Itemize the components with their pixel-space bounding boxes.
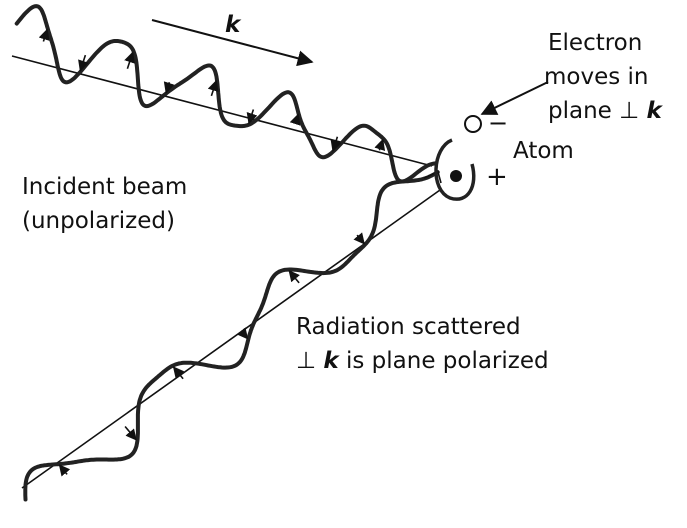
plane-polarized-text: is plane polarized: [345, 348, 549, 374]
electron-label-line3: plane ⊥ k: [548, 96, 662, 126]
scattered-k-symbol: k: [323, 348, 339, 374]
scattered-field-arrow: [58, 464, 71, 477]
atom-nucleus: [450, 170, 462, 182]
incident-label-line2: (unpolarized): [22, 208, 175, 234]
scattered-field-arrow: [172, 366, 185, 380]
k-direction-arrow: [151, 19, 314, 67]
right-angle-marker: [423, 170, 442, 184]
incident-field-arrow: [124, 51, 135, 69]
incident-field-arrow: [78, 54, 89, 72]
electron-pointer-arrow: [480, 81, 549, 115]
incident-field-arrow: [163, 81, 175, 94]
atom-label: Atom: [513, 138, 574, 164]
scattered-beam: [21, 170, 441, 502]
incident-field-arrow: [330, 136, 342, 152]
scattered-label-line2: ⊥ k is plane polarized: [296, 346, 549, 376]
k-label: k: [225, 12, 241, 38]
scattered-field-vectors: [58, 232, 365, 477]
electron-label-line2: moves in: [544, 64, 649, 90]
electron-plane-text: plane ⊥: [548, 98, 640, 124]
electron: [464, 115, 482, 133]
incident-field-vectors: [38, 28, 386, 152]
perp-symbol: ⊥: [296, 348, 317, 374]
incident-field-arrow: [207, 79, 219, 97]
incident-field-arrow: [246, 109, 258, 125]
electron-orbit-curve: [434, 138, 476, 201]
incident-field-arrow: [289, 113, 301, 126]
scattered-field-arrow: [353, 232, 365, 245]
electron-label-line1: Electron: [548, 30, 643, 56]
plus-sign: +: [486, 162, 508, 192]
scattered-wave: [23, 170, 440, 502]
incident-wave: [14, 4, 438, 184]
incident-field-arrow: [374, 138, 386, 152]
electron-k-symbol: k: [646, 98, 662, 124]
scattered-field-arrow: [124, 425, 137, 441]
incident-beam: [11, 4, 438, 184]
scattered-label-line1: Radiation scattered: [296, 314, 521, 340]
minus-sign: −: [488, 109, 509, 137]
scattered-field-arrow: [236, 327, 249, 340]
incident-label-line1: Incident beam: [22, 174, 188, 200]
scattered-field-arrow: [288, 270, 300, 284]
incident-field-arrow: [38, 28, 50, 42]
